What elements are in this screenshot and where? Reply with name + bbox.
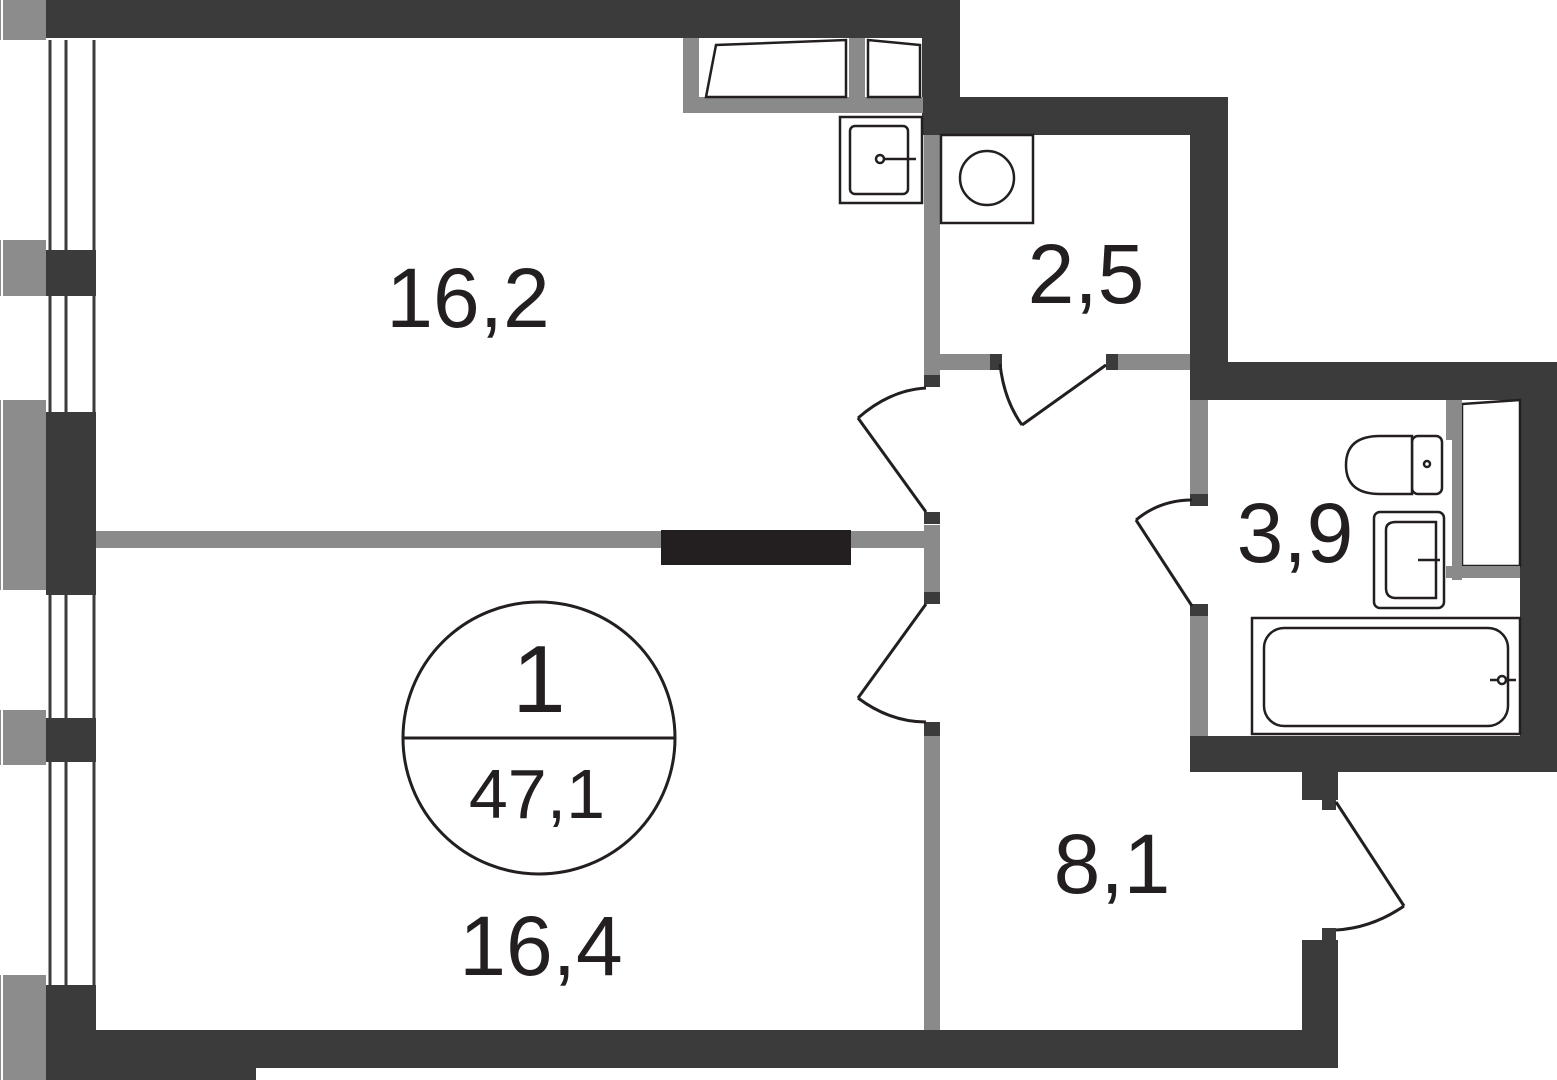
- shower-screen-icon: [1460, 398, 1522, 568]
- bathtub-icon: [1250, 616, 1522, 736]
- washing-machine-icon: [939, 133, 1035, 225]
- sliding-door: [661, 530, 851, 565]
- exterior-walls: [46, 0, 1557, 1080]
- door-jambs: [924, 354, 1208, 736]
- room-area-hall: 8,1: [1054, 817, 1171, 911]
- partitions: [96, 38, 1208, 1030]
- apartment-badge: 1 47,1: [401, 600, 677, 876]
- bath-partition: [1446, 566, 1520, 578]
- room-area-storage: 2,5: [1028, 227, 1145, 321]
- room-count: 1: [512, 626, 565, 733]
- sink-icon: [1372, 510, 1446, 610]
- room-area-living-lower: 16,4: [459, 899, 623, 993]
- room-area-living-upper: 16,2: [386, 251, 550, 345]
- total-area: 47,1: [469, 755, 605, 833]
- kitchen-niche: [704, 38, 922, 99]
- kitchen-sink-icon: [838, 115, 924, 205]
- toilet-icon: [1344, 434, 1444, 496]
- window-strip: [0, 0, 96, 1080]
- room-area-bathroom: 3,9: [1237, 486, 1354, 580]
- doors: [856, 363, 1406, 932]
